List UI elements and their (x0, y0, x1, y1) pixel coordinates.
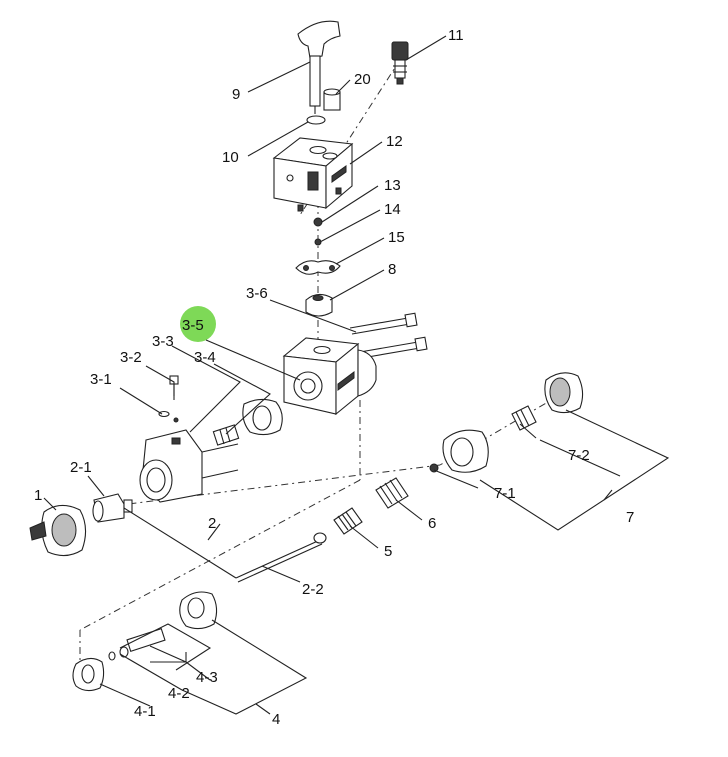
label-3-6: 3-6 (246, 285, 268, 302)
label-3-4: 3-4 (194, 349, 216, 366)
label-3-2: 3-2 (120, 349, 142, 366)
part-13-oring (313, 217, 323, 227)
part-12-block (272, 137, 354, 212)
label-5: 5 (384, 543, 392, 560)
label-6: 6 (428, 515, 436, 532)
part-8-seat (305, 293, 333, 317)
part-3-6-bolts (349, 312, 428, 359)
label-20: 20 (354, 71, 371, 88)
part-labels: 9 10 11 20 12 13 14 15 8 3-6 3-5 3-3 3-4… (34, 27, 634, 728)
label-1: 1 (34, 487, 42, 504)
label-4: 4 (272, 711, 280, 728)
label-2-1: 2-1 (70, 459, 92, 476)
label-2-2: 2-2 (302, 581, 324, 598)
part-7-adjuster (429, 372, 584, 473)
part-10-washer (306, 115, 326, 125)
part-11-valve (391, 41, 409, 85)
label-8: 8 (388, 261, 396, 278)
part-1-air-cap (29, 504, 87, 557)
leader-lines (43, 35, 670, 715)
label-15: 15 (388, 229, 405, 246)
part-20-nut (323, 88, 341, 111)
label-13: 13 (384, 177, 401, 194)
label-3-5: 3-5 (182, 317, 204, 334)
part-9-knob (297, 20, 341, 114)
part-3-gun-body (139, 375, 283, 503)
part-4-air-valve (72, 591, 218, 692)
label-10: 10 (222, 149, 239, 166)
part-15-gasket (295, 260, 341, 275)
label-3-3: 3-3 (152, 333, 174, 350)
label-4-3: 4-3 (196, 669, 218, 686)
label-12: 12 (386, 133, 403, 150)
part-2-1-nozzle (92, 493, 133, 523)
part-6-spring (375, 477, 409, 509)
part-2-needle (235, 532, 327, 583)
label-14: 14 (384, 201, 401, 218)
label-7: 7 (626, 509, 634, 526)
label-2: 2 (208, 515, 216, 532)
label-9: 9 (232, 86, 240, 103)
label-11: 11 (448, 27, 464, 44)
label-4-1: 4-1 (134, 703, 156, 720)
part-3-body-block (282, 337, 377, 416)
label-7-2: 7-2 (568, 447, 590, 464)
label-3-1: 3-1 (90, 371, 112, 388)
label-7-1: 7-1 (494, 485, 516, 502)
part-5-spring (333, 507, 363, 535)
highlight-marker (180, 306, 216, 342)
label-4-2: 4-2 (168, 685, 190, 702)
